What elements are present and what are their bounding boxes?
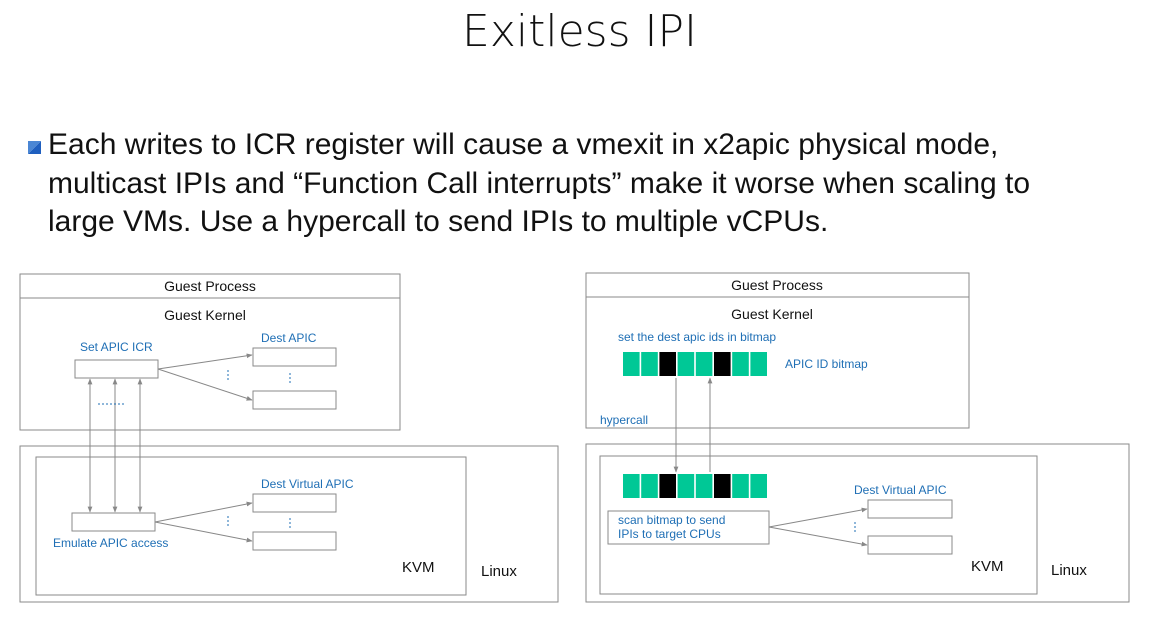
right-arrow-to-vdest-2 (768, 526, 868, 547)
left-dest-apic-box-2 (252, 390, 337, 410)
right-arrow-to-vdest-1 (768, 507, 868, 528)
left-arrow-to-vdest-2 (154, 521, 253, 543)
right-guest-process-label: Guest Process (731, 277, 823, 293)
bullet-icon (28, 141, 41, 154)
bullet-line-3: large VMs. Use a hypercall to send IPIs … (48, 205, 829, 238)
right-bitmap-top (623, 352, 767, 376)
right-scan-line-2: IPIs to target CPUs (618, 527, 721, 541)
left-dest-apic-box-1 (252, 347, 337, 367)
bitmap-cell (714, 474, 731, 498)
left-guest-kernel-label: Guest Kernel (164, 307, 246, 323)
bitmap-cell (641, 474, 658, 498)
bullet-text: Each writes to ICR register will cause a… (48, 126, 1138, 242)
left-guest-process-label: Guest Process (164, 278, 256, 294)
left-guest-process-box (19, 273, 401, 299)
bitmap-cell (623, 352, 640, 376)
bitmap-cell (714, 352, 731, 376)
bitmap-cell (677, 352, 695, 376)
left-kvm-label: KVM (402, 559, 435, 576)
left-dest-virtual-apic-box-2 (252, 531, 337, 551)
right-kvm-label: KVM (971, 558, 1004, 575)
bitmap-cell (750, 474, 767, 498)
left-arrow-to-dest-1 (157, 353, 253, 370)
right-hypercall-label: hypercall (600, 413, 648, 427)
right-dest-virtual-apic-box-1 (867, 499, 953, 519)
left-set-apic-icr-box (74, 359, 159, 379)
bitmap-cell (695, 352, 713, 376)
left-linux-label: Linux (481, 563, 517, 580)
right-guest-process-box (585, 272, 970, 298)
bitmap-cell (677, 474, 695, 498)
right-apic-id-bitmap-label: APIC ID bitmap (785, 357, 868, 371)
right-set-bitmap-label: set the dest apic ids in bitmap (618, 330, 776, 344)
bitmap-cell (732, 352, 749, 376)
right-dest-virtual-apic-label: Dest Virtual APIC (854, 483, 947, 497)
slide-title: Exitless IPI (462, 6, 697, 57)
right-scan-line-1: scan bitmap to send (618, 513, 725, 527)
right-diagram: Guest Process Guest Kernel set the dest … (585, 272, 1130, 603)
bitmap-cell (659, 352, 676, 376)
bitmap-cell (750, 352, 767, 376)
right-dest-virtual-apic-box-2 (867, 535, 953, 555)
left-emulate-box (71, 512, 156, 532)
left-diagram: Guest Process Guest Kernel Set APIC ICR … (19, 273, 559, 603)
left-dest-virtual-apic-label: Dest Virtual APIC (261, 477, 354, 491)
left-dest-apic-label: Dest APIC (261, 331, 317, 345)
bitmap-cell (659, 474, 676, 498)
bitmap-cell (641, 352, 658, 376)
bitmap-cell (623, 474, 640, 498)
bullet-line-2: multicast IPIs and “Function Call interr… (48, 166, 1031, 200)
left-arrow-to-vdest-1 (154, 501, 253, 523)
bitmap-cell (695, 474, 713, 498)
left-arrow-to-dest-2 (157, 368, 253, 401)
left-emulate-label: Emulate APIC access (53, 536, 168, 550)
left-dest-virtual-apic-box-1 (252, 493, 337, 513)
right-bitmap-bottom (623, 474, 767, 498)
right-guest-kernel-label: Guest Kernel (731, 306, 813, 322)
bullet-line-1: Each writes to ICR register will cause a… (48, 128, 999, 161)
right-scan-box (607, 510, 770, 545)
left-set-apic-icr-label: Set APIC ICR (80, 340, 153, 354)
bitmap-cell (732, 474, 749, 498)
right-linux-label: Linux (1051, 562, 1087, 579)
